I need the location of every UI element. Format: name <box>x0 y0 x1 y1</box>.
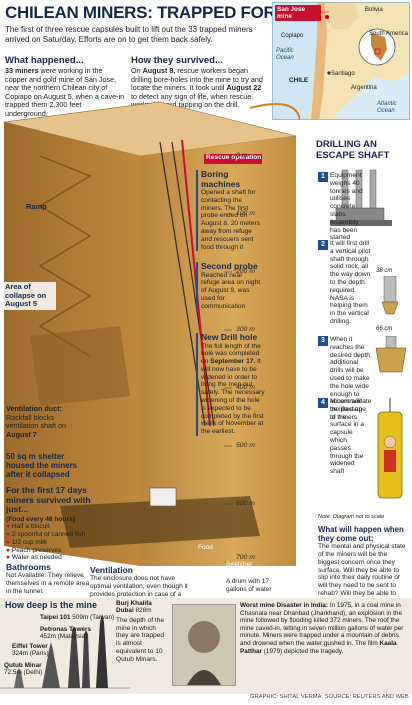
drum-label: A drum with 17 gallons of water <box>226 578 272 593</box>
probe-1-box: Boring machines Opened a shaft for conta… <box>196 169 262 252</box>
ramp-label: Ramp <box>26 202 47 211</box>
map-label-argentina: Argentina <box>351 85 377 91</box>
intro-text: The first of three rescue capsules built… <box>5 25 253 44</box>
probe-3-box: New Drill hole The full length of the ho… <box>196 332 266 437</box>
step-1-text: Equipment weighs 40 tonnes and utilises … <box>330 172 363 242</box>
probe-2-text: Reached near refuge area on night of Aug… <box>201 271 261 310</box>
pilot-bit-icon <box>381 276 399 315</box>
tower-taipei: Taipei 101 509m (Taiwan) <box>40 614 115 621</box>
mine-cross-section: Rescue operation Ramp Area of collapse o… <box>0 96 301 596</box>
drill-rig-icon <box>330 169 392 226</box>
probe-3-text: The full length of the hole was complete… <box>201 342 265 436</box>
map-label-copiapo: Copiapo <box>281 33 304 39</box>
location-map: San Jose mine Bolivia Copiapo Pacific Oc… <box>272 2 410 120</box>
when-out-panel: What will happen when they come out: The… <box>318 525 410 606</box>
depth-400: 400 m <box>236 384 255 391</box>
rescue-op-label: Rescue operation <box>206 154 262 161</box>
ventilation-duct-note: Ventilation duct: Rockfall blocks ventil… <box>6 404 66 439</box>
page-title: CHILEAN MINERS: TRAPPED FOR 53 DAYS <box>5 3 348 22</box>
first17-item-3: ● Peach preserves <box>6 546 62 554</box>
towers-graphic <box>0 614 130 689</box>
escape-step-3: 3 <box>318 336 328 346</box>
first17-item-2: ● 1/2 cup milk <box>6 538 48 546</box>
step-2-number: 2 <box>318 240 328 250</box>
probe-1-heading: Boring machines <box>201 169 241 189</box>
first17-panel: For the first 17 days miners survived wi… <box>6 485 106 562</box>
portrait-image <box>173 605 235 685</box>
what-happened-heading: What happened... <box>5 55 84 66</box>
step-3-number: 3 <box>318 336 328 346</box>
food-label: Food <box>198 544 213 551</box>
what-happened-text: 33 miners were working in the copper and… <box>5 66 125 118</box>
depth-0: 0 m <box>236 152 248 159</box>
probe-3-heading: New Drill hole <box>201 332 258 342</box>
stretcher-label: Stretcher <box>226 561 253 568</box>
map-label-mine: San Jose mine <box>275 5 321 21</box>
depth-100: 100 m <box>236 210 255 217</box>
depth-500: 500 m <box>236 442 255 449</box>
bathrooms-text: Not Available: They relieve themselves i… <box>6 572 90 595</box>
kaala-patthar-photo <box>172 604 236 686</box>
first17-heading: For the first 17 days miners survived wi… <box>6 485 91 514</box>
map-label-atlantic: Atlantic Ocean <box>377 101 397 114</box>
step-4-text: Miners will be lifted up to the surface … <box>330 398 365 476</box>
credit-line: GRAPHIC: SHITAL VERMA. SOURCE: REUTERS A… <box>250 694 409 700</box>
collapse-label: Area of collapse on August 5 <box>4 282 56 310</box>
first17-item-4: ● Water as needed <box>6 554 62 562</box>
depth-700: 700 m <box>236 554 255 561</box>
map-label-chile: CHILE <box>289 77 309 84</box>
escape-step-1: 1 <box>318 172 328 182</box>
capsule-icon <box>377 398 403 499</box>
dim-66cm: 66 cm <box>376 326 393 332</box>
reamer-bit-icon <box>375 336 407 373</box>
map-graphic <box>273 3 409 119</box>
escape-title: DRILLING AN ESCAPE SHAFT <box>316 139 390 161</box>
probe-2-heading: Second probe <box>201 261 258 271</box>
map-label-pacific: Pacific Ocean <box>276 48 294 61</box>
first17-item-0: ● Half a biscuit <box>6 523 50 531</box>
deep-heading: How deep is the mine <box>5 600 98 610</box>
step-4-number: 4 <box>318 398 328 408</box>
how-survived-heading: How they survived... <box>131 55 223 66</box>
escape-step-4: 4 <box>318 398 328 408</box>
mine-cross-section-graphic <box>3 101 301 566</box>
map-label-santiago: Santiago <box>331 71 355 77</box>
shelter-label: 50 sq m shelter housed the miners after … <box>6 452 78 479</box>
depth-600: 600 m <box>236 500 255 507</box>
worst-disaster-text: Worst mine Disaster in India: In 1975, i… <box>240 602 404 655</box>
probe-1-text: Opened a shaft for contacting the miners… <box>201 189 261 251</box>
step-1-number: 1 <box>318 172 328 182</box>
probe-2-box: Second probe Reached near refuge area on… <box>196 261 262 311</box>
step-2-text: It will first drill a vertical pilot sha… <box>330 240 371 325</box>
diagram-note: Note: Diagram not to scale <box>318 514 385 520</box>
when-out-heading: What will happen when they come out: <box>318 525 404 543</box>
first17-sub: (Food every 48 hours) <box>6 515 75 523</box>
when-out-text: The mental and physical state of the min… <box>318 543 406 605</box>
escape-step-2: 2 <box>318 240 328 250</box>
depth-300: 300 m <box>236 326 255 333</box>
ventilation-heading: Ventilation <box>90 565 133 575</box>
depth-200: 200 m <box>236 268 255 275</box>
map-label-bolivia: Bolivia <box>365 7 383 13</box>
map-label-south-america: South America <box>369 31 409 37</box>
dim-38cm: 38 cm <box>376 268 393 274</box>
bathrooms-panel: Bathrooms Not Available: They relieve th… <box>6 562 92 595</box>
bathrooms-heading: Bathrooms <box>6 562 51 572</box>
how-survived-text: On August 8, rescue workers began drilli… <box>131 66 263 110</box>
burj-text: The depth of the mine in which they are … <box>116 616 165 663</box>
first17-item-1: ● 2 spoonful of canned fish <box>6 531 86 539</box>
step-3-text: When it reaches the desired depth, addit… <box>330 336 372 421</box>
